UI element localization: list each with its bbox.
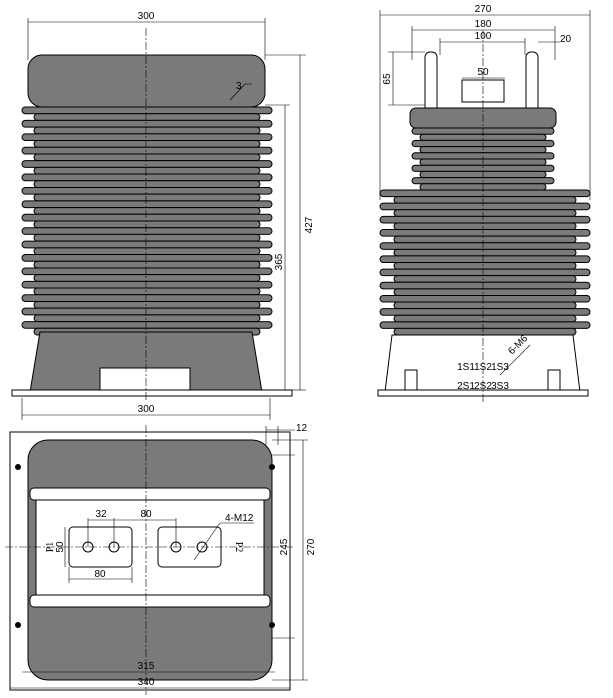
shed-fin	[21, 294, 273, 302]
shed-fin	[21, 321, 273, 329]
terminal-1s3: 1S3	[491, 362, 509, 373]
shed-fin	[33, 300, 261, 309]
shed-fin	[379, 268, 591, 277]
shed-fin	[33, 274, 261, 282]
shed-fin	[379, 255, 591, 263]
shed-fin	[21, 254, 273, 262]
dim-terminal-gap: 50	[477, 67, 489, 78]
bolt-note: 4-M12	[225, 513, 254, 524]
shed-fin	[21, 119, 273, 128]
shed-fin	[33, 180, 261, 188]
label-p1: P1	[45, 542, 56, 553]
shed-fin	[379, 189, 591, 198]
bottom-view: 32 80 80 50 P1 P2 4-M12 12 245 270 315 3…	[5, 423, 317, 695]
shed-fin	[33, 113, 261, 121]
shed-fin	[33, 247, 261, 256]
shed-fin	[33, 193, 261, 202]
shed-fin	[21, 133, 273, 142]
dim-height-body: 365	[274, 253, 285, 270]
shed-fin	[33, 287, 261, 296]
shed-fin	[21, 160, 273, 168]
dim-terminal-height: 65	[382, 73, 393, 85]
dim-terminal-span: 180	[475, 19, 492, 30]
dim-plate-height: 50	[55, 541, 66, 553]
dim-terminal-offset: 20	[560, 34, 572, 45]
dim-base-outer: 340	[138, 677, 155, 688]
shed-fin	[33, 153, 261, 162]
shed-fin	[393, 275, 577, 283]
shed-fin	[379, 308, 591, 316]
shed-fin	[21, 186, 273, 195]
terminal-1s2: 1S2	[474, 362, 492, 373]
dim-width-top: 300	[138, 11, 155, 22]
shed-fin	[393, 209, 577, 217]
shed-fin	[393, 248, 577, 257]
dim-height-total: 427	[304, 216, 315, 233]
dim-width-bottom: 300	[138, 404, 155, 415]
dim-base-inner: 315	[138, 661, 155, 672]
shed-fin	[379, 294, 591, 303]
dim-inner-span: 100	[475, 31, 492, 42]
shed-fin	[21, 106, 273, 115]
side-fins	[379, 127, 591, 336]
shed-fin	[21, 213, 273, 222]
top-cap	[27, 54, 266, 108]
terminal-1s1: 1S1	[457, 362, 475, 373]
shed-fin	[393, 288, 577, 296]
shed-fin	[379, 321, 591, 329]
terminal-2s1: 2S1	[457, 381, 475, 392]
terminal-post-right	[525, 51, 539, 115]
shed-fin	[21, 240, 273, 249]
shed-fin	[21, 227, 273, 235]
front-fins	[21, 106, 273, 336]
shed-fin	[379, 281, 591, 290]
shed-fin	[33, 220, 261, 229]
shed-fin	[33, 314, 261, 323]
dim-plate-width: 80	[94, 569, 106, 580]
shed-fin	[33, 207, 261, 215]
shed-fin	[33, 260, 261, 269]
dim-slot: 12	[296, 423, 308, 434]
shed-fin	[21, 146, 273, 155]
shed-fin	[393, 235, 577, 244]
shed-fin	[393, 301, 577, 310]
dim-side-width: 270	[475, 4, 492, 15]
shed-fin	[393, 314, 577, 323]
terminal-2s2: 2S2	[474, 381, 492, 392]
terminal-3s3: 3S3	[491, 381, 509, 392]
shed-fin	[33, 140, 261, 148]
dim-hole-spacing: 32	[95, 509, 107, 520]
shed-fin	[393, 222, 577, 231]
shed-fin	[21, 173, 273, 182]
shed-fin	[379, 229, 591, 237]
shed-fin	[379, 202, 591, 211]
shed-fin	[379, 242, 591, 250]
label-p2: P2	[233, 542, 244, 553]
terminal-post-left	[424, 51, 438, 115]
nameplate	[99, 367, 191, 393]
shed-fin	[393, 327, 577, 336]
shed-fin	[393, 196, 577, 204]
secondary-terminals: 1S1 1S2 1S3 2S1 2S2 3S3	[457, 362, 509, 392]
side-view: 1S1 1S2 1S3 2S1 2S2 3S3 6-M6 270 180 100…	[377, 4, 591, 404]
dim-mount-outer: 270	[306, 538, 317, 555]
shed-fin	[21, 307, 273, 316]
shed-fin	[33, 126, 261, 135]
dim-terminal-spacing: 80	[140, 509, 152, 520]
shed-fin	[21, 267, 273, 276]
shed-fin	[33, 233, 261, 242]
mounting-plate	[11, 389, 293, 397]
shed-fin	[393, 262, 577, 270]
shed-fin	[33, 166, 261, 175]
front-view: 300 3 427 365 300	[11, 11, 315, 420]
shed-fin	[21, 200, 273, 209]
dim-mount-inner: 245	[279, 538, 290, 555]
shed-fin	[379, 215, 591, 224]
dim-gap: 3	[236, 81, 242, 92]
shed-fin	[21, 280, 273, 289]
